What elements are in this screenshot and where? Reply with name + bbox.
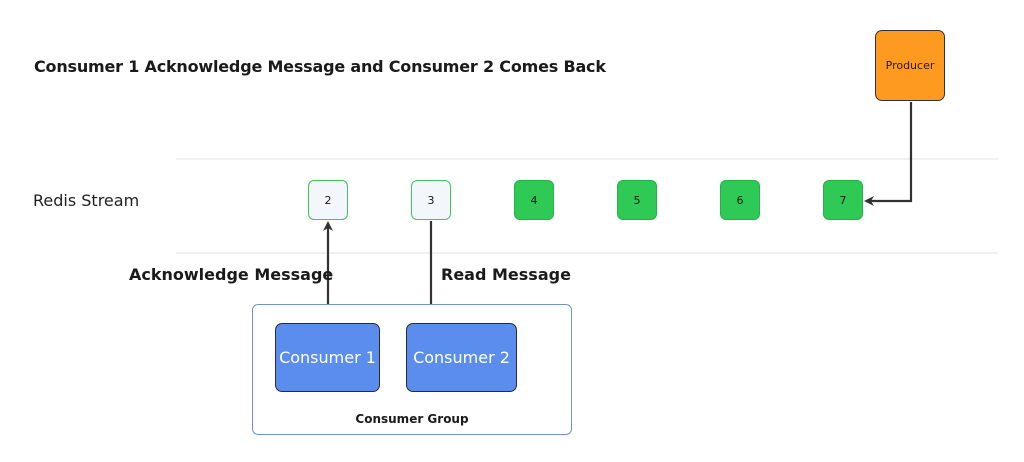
read-message-label: Read Message	[441, 265, 571, 284]
stream-message-2: 2	[308, 180, 348, 220]
stream-message-id: 6	[736, 193, 744, 207]
stream-message-id: 4	[530, 193, 538, 207]
consumer-2-node: Consumer 2	[406, 323, 517, 392]
stream-message-id: 5	[633, 193, 641, 207]
stream-message-4: 4	[514, 180, 554, 220]
acknowledge-message-label: Acknowledge Message	[129, 265, 334, 284]
redis-stream-label: Redis Stream	[33, 191, 140, 210]
consumer-group-label: Consumer Group	[355, 412, 469, 426]
producer-node: Producer	[875, 30, 945, 101]
producer-label: Producer	[885, 59, 935, 72]
stream-message-6: 6	[720, 180, 760, 220]
consumer-label: Consumer 1	[279, 348, 376, 367]
producer-to-stream-arrow	[864, 102, 913, 206]
consumer-label: Consumer 2	[413, 348, 510, 367]
stream-message-3: 3	[411, 180, 451, 220]
stream-message-7: 7	[823, 180, 863, 220]
stream-message-5: 5	[617, 180, 657, 220]
stream-message-id: 2	[324, 193, 332, 207]
stream-message-id: 7	[839, 193, 847, 207]
stream-message-id: 3	[427, 193, 435, 207]
diagram-title: Consumer 1 Acknowledge Message and Consu…	[34, 57, 606, 76]
consumer-1-node: Consumer 1	[275, 323, 380, 392]
